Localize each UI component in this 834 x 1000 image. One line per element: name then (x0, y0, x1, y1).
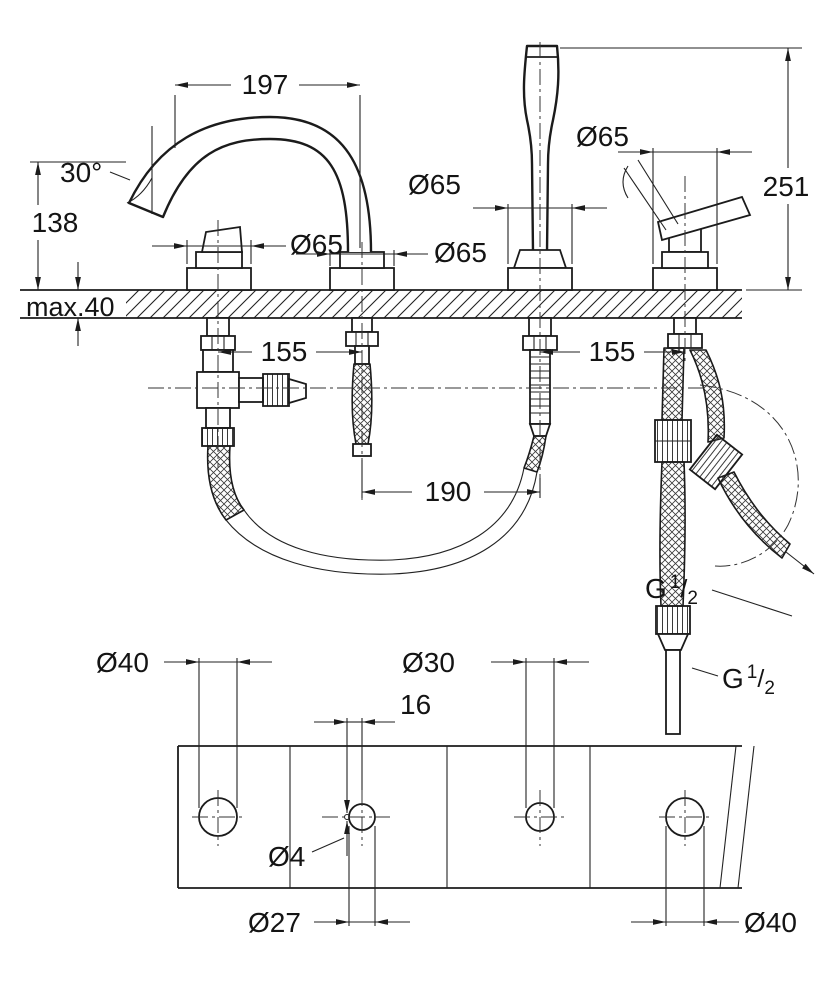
plan-centerlines (192, 790, 711, 846)
dim-pilot-offset: 16 (314, 689, 431, 790)
thread-a-den: 2 (687, 588, 698, 609)
g-half-fitting (655, 605, 691, 735)
dim-hole-4: Ø40 (631, 826, 797, 938)
diverter-knob (200, 225, 243, 253)
dim-spacing-2-3-label: 190 (425, 476, 472, 507)
dim-spout-height-label: 138 (32, 207, 79, 238)
centerlines (148, 42, 705, 500)
supply-hose-4a (661, 347, 685, 421)
dim-escutcheon-2-label: Ø65 (434, 237, 487, 268)
dim-spout-reach-label: 197 (242, 69, 289, 100)
thread-a-base: G (645, 573, 667, 604)
dim-escutcheon-3: Ø65 (408, 169, 607, 264)
dim-hole-3-label: Ø30 (402, 647, 455, 678)
dim-escutcheon-2: Ø65 (296, 237, 487, 268)
dim-overall-height-label: 251 (763, 171, 810, 202)
dim-hole-4-label: Ø40 (744, 907, 797, 938)
dim-escutcheon-4: Ø65 (576, 121, 752, 264)
break-line-2 (737, 745, 755, 889)
dim-hole-2: Ø27 (248, 826, 410, 938)
thread-b-den: 2 (764, 678, 775, 699)
dim-deck-thickness-label: max.40 (26, 292, 115, 322)
deck-section (20, 289, 742, 319)
dim-pilot-hole: Ø4 (268, 780, 350, 872)
lever (656, 195, 752, 242)
dim-pilot-hole-label: Ø4 (268, 841, 305, 872)
thread-b-slash: / (757, 665, 764, 693)
dim-spout-reach: 197 (174, 69, 361, 248)
dim-spacing-1-2-label: 155 (261, 336, 308, 367)
dim-spout-height: 138 (30, 161, 126, 290)
dim-escutcheon-1: Ø65 (152, 229, 343, 264)
deck-hatching (126, 290, 742, 318)
dim-hole-2-label: Ø27 (248, 907, 301, 938)
hose-continuation-arrow (785, 551, 815, 575)
supply-hose-4b (689, 349, 726, 443)
drain-hose (717, 471, 791, 559)
dim-hole-1-label: Ø40 (96, 647, 149, 678)
thread-b-base: G (722, 663, 744, 694)
thread-a-slash: / (680, 575, 687, 603)
dim-hole-1: Ø40 (96, 647, 272, 808)
escutcheon-1 (186, 225, 252, 291)
side-view: 197 30° 138 max.40 (20, 42, 815, 735)
lever-handle (622, 159, 752, 291)
shower-hose-loop (225, 467, 538, 575)
spout-angle-annotation (109, 126, 153, 214)
dim-spacing-2-3: 190 (361, 460, 541, 507)
dim-pilot-offset-label: 16 (400, 689, 431, 720)
mounting-holes (198, 797, 705, 837)
dim-escutcheon-4-label: Ø65 (576, 121, 629, 152)
mixer-supplies-below-deck (654, 317, 815, 735)
svg-text:G1/2: G1/2 (722, 662, 775, 699)
dim-spacing-3-4-label: 155 (589, 336, 636, 367)
hose-clearance-curve (699, 384, 799, 567)
dim-escutcheon-3-label: Ø65 (408, 169, 461, 200)
dim-overall-height: 251 (560, 47, 810, 291)
deck-plan (177, 745, 755, 889)
thread-a-num: 1 (670, 572, 681, 593)
svg-text:G1/2: G1/2 (645, 572, 698, 609)
dim-deck-thickness: max.40 (26, 262, 115, 346)
branch-cone (288, 377, 307, 405)
dimensions-plan: Ø40 Ø30 16 Ø4 (96, 647, 797, 938)
dim-hole-3: Ø30 (402, 647, 589, 808)
diverter-hose (206, 445, 245, 521)
break-line (719, 745, 737, 889)
branch-nut (262, 373, 290, 407)
dimensions-side: 197 30° 138 max.40 (26, 47, 810, 699)
bath-spout (127, 115, 373, 253)
dim-escutcheon-1-label: Ø65 (290, 229, 343, 260)
dim-spacing-3-4: 155 (540, 336, 685, 367)
dim-spacing-1-2: 155 (218, 336, 362, 367)
plan-view: Ø40 Ø30 16 Ø4 (96, 647, 797, 938)
thread-b-num: 1 (747, 662, 758, 683)
elbow-fitting (688, 433, 744, 491)
